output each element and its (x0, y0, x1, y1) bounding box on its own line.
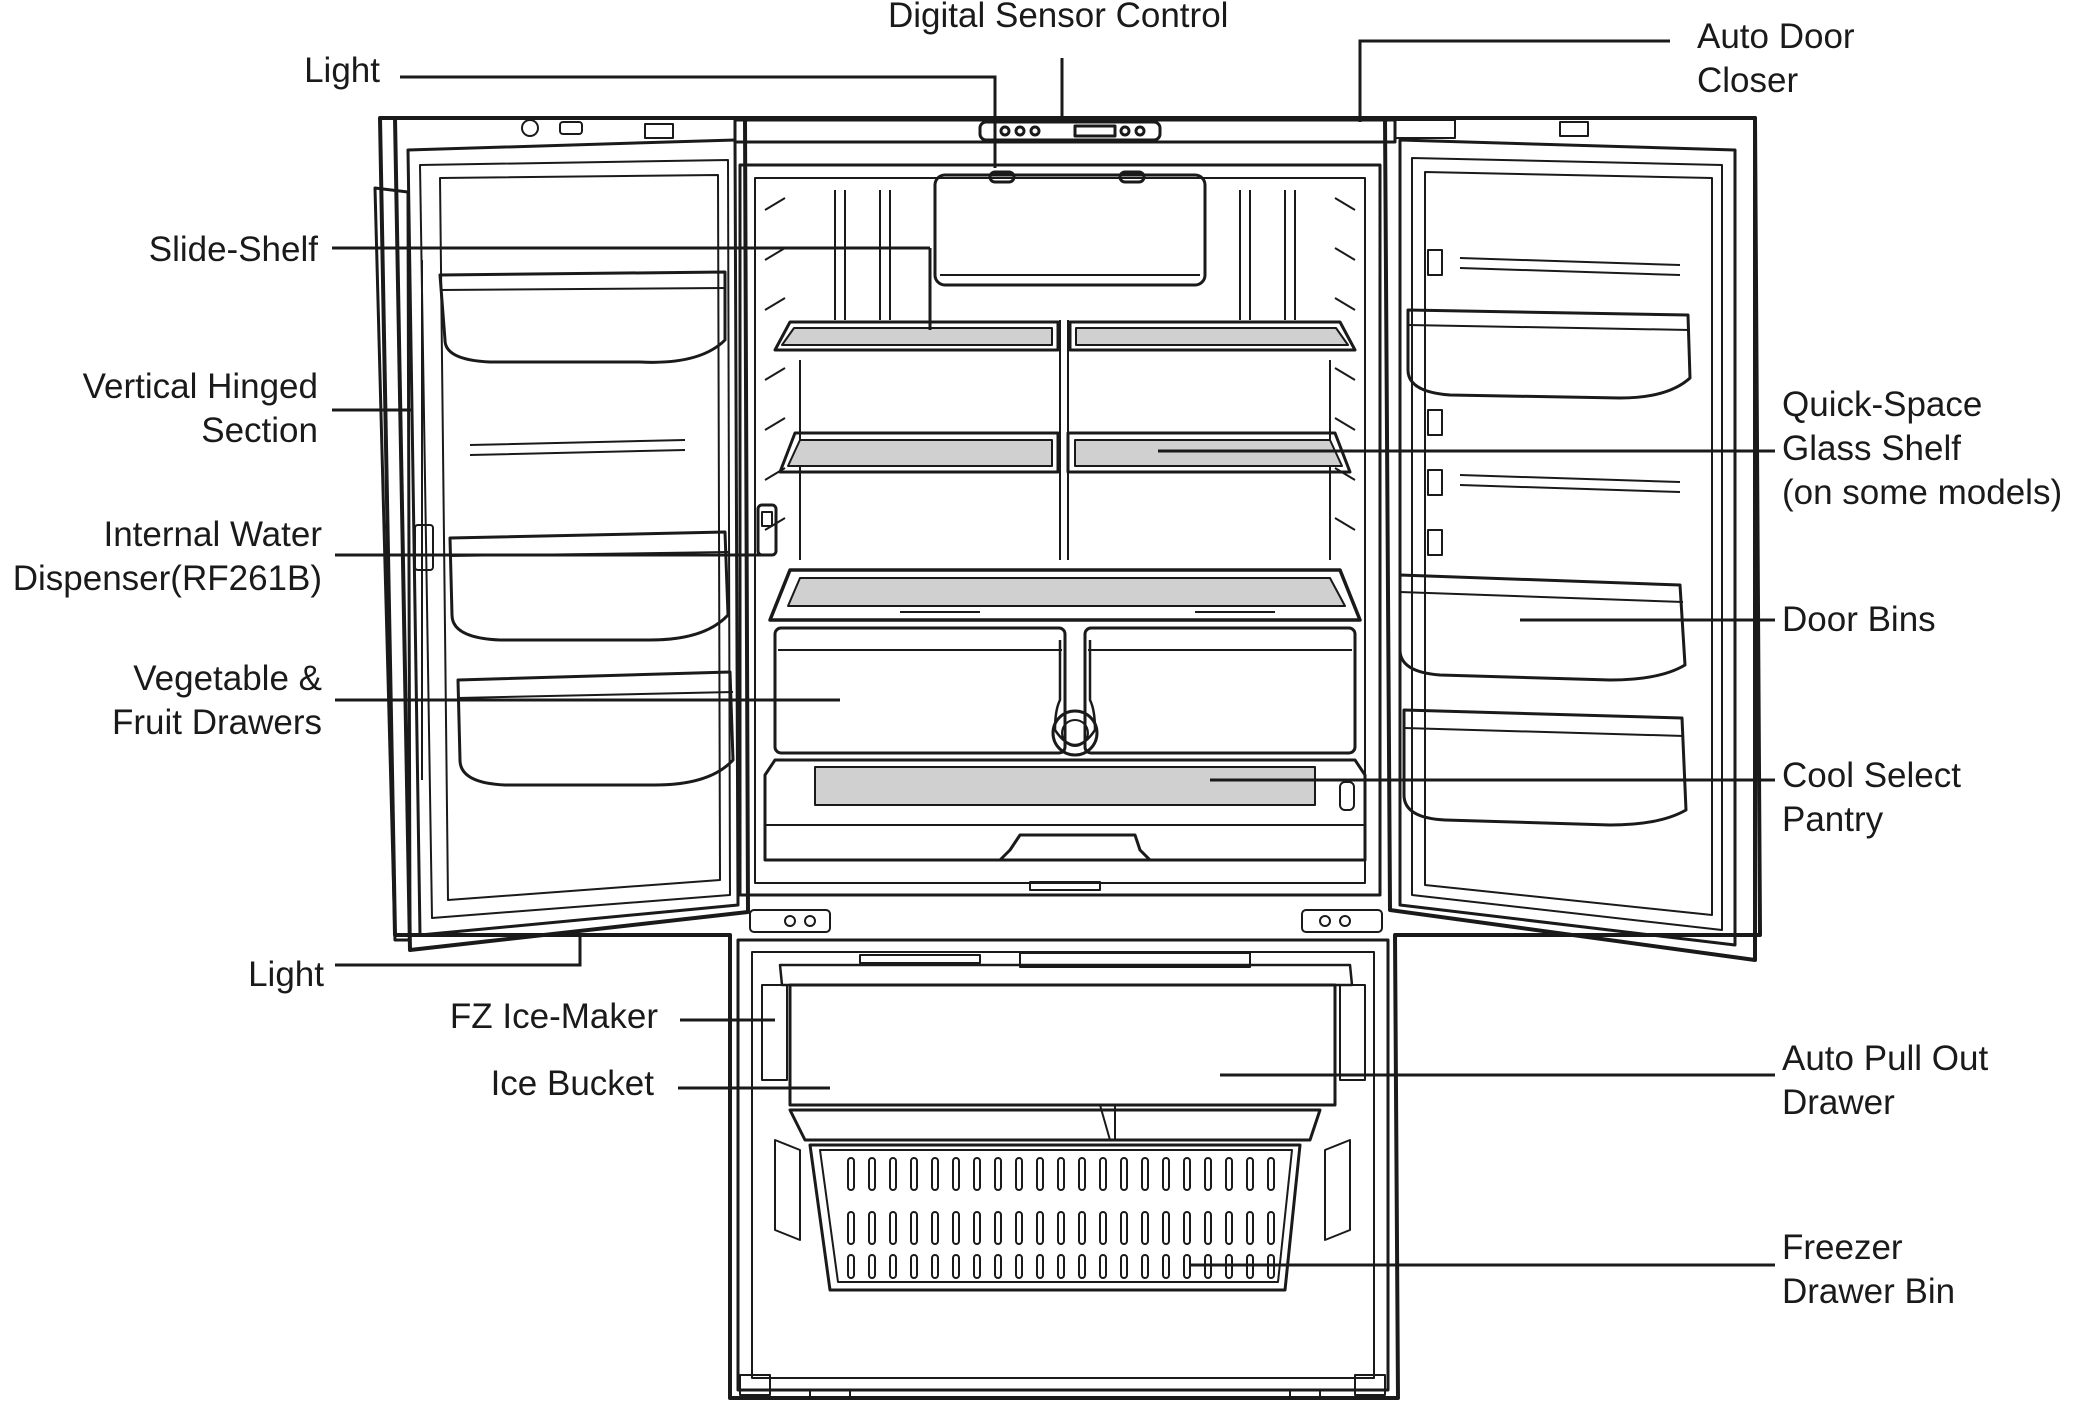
basket-slot (1162, 1157, 1170, 1191)
label-light-bottom: Light (248, 955, 324, 994)
crisper-drawers (773, 626, 1357, 755)
label-fz-ice-maker: FZ Ice-Maker (449, 997, 658, 1036)
label-cool-select-pantry: Cool Select Pantry (1782, 756, 1961, 839)
leader-light-top (400, 75, 997, 168)
freezer-feet (739, 1374, 1386, 1399)
basket-slot (1015, 1157, 1023, 1191)
label-vegetable-fruit-drawers: Vegetable & Fruit Drawers (111, 659, 322, 742)
label-vertical-hinged-section: Vertical Hinged Section (82, 367, 318, 450)
leader-lines (332, 39, 1775, 1267)
label-light-top: Light (304, 51, 380, 90)
basket-slot (1057, 1211, 1065, 1245)
basket-slot (1036, 1157, 1044, 1191)
basket-slot (1057, 1254, 1065, 1279)
basket-slot (1036, 1211, 1044, 1245)
basket-slot (994, 1157, 1002, 1191)
basket-slot (1225, 1157, 1233, 1191)
basket-slot (889, 1157, 897, 1191)
humidity-knob (1051, 640, 1099, 757)
basket-slot (1225, 1211, 1233, 1245)
basket-slot (1099, 1254, 1107, 1279)
basket-slot (1120, 1254, 1128, 1279)
light-housing (933, 170, 1207, 287)
basket-slot (1204, 1211, 1212, 1245)
basket-slot (847, 1211, 855, 1245)
basket-slot (1015, 1211, 1023, 1245)
basket-slot (910, 1211, 918, 1245)
basket-slot (1015, 1254, 1023, 1279)
drawer-cover-shelf (768, 568, 1362, 622)
basket-slot (847, 1254, 855, 1279)
label-slide-shelf: Slide-Shelf (148, 230, 318, 269)
basket-slot (910, 1254, 918, 1279)
basket-slot (910, 1157, 918, 1191)
freezer-section (736, 938, 1390, 1392)
basket-slot (952, 1157, 960, 1191)
basket-slot (973, 1157, 981, 1191)
basket-slot (994, 1211, 1002, 1245)
basket-slot (1141, 1157, 1149, 1191)
basket-slot (889, 1254, 897, 1279)
basket-slot (973, 1211, 981, 1245)
basket-slot (1204, 1157, 1212, 1191)
basket-slot (1120, 1157, 1128, 1191)
basket-slot (1078, 1157, 1086, 1191)
label-freezer-drawer-bin: Freezer Drawer Bin (1782, 1228, 1956, 1311)
basket-slot (973, 1254, 981, 1279)
basket-slot (952, 1211, 960, 1245)
basket-slot (994, 1254, 1002, 1279)
water-dispenser (756, 503, 778, 557)
leader-auto-door-closer (1358, 39, 1670, 122)
basket-slot (1183, 1254, 1191, 1279)
basket-slot (1099, 1157, 1107, 1191)
basket-slot (1162, 1254, 1170, 1279)
basket-slot (931, 1157, 939, 1191)
label-internal-water-dispenser: Internal Water Dispenser(RF261B) (12, 515, 322, 598)
slide-shelf (773, 320, 1357, 352)
basket-slot (1036, 1254, 1044, 1279)
basket-slot (1120, 1211, 1128, 1245)
basket-slot (952, 1254, 960, 1279)
basket-slot (931, 1254, 939, 1279)
basket-slot (1078, 1211, 1086, 1245)
left-door (373, 116, 831, 952)
label-auto-pull-out-drawer: Auto Pull Out Drawer (1782, 1039, 1989, 1122)
basket-slot (1078, 1254, 1086, 1279)
label-quick-space-glass-shelf: Quick-Space Glass Shelf (on some models) (1782, 385, 2063, 512)
leader-light-bottom (335, 935, 582, 967)
shelf-rails (764, 197, 1356, 531)
basket-slot (847, 1157, 855, 1191)
basket-slot (1183, 1211, 1191, 1245)
basket-slot (1162, 1211, 1170, 1245)
cool-select-pantry (763, 758, 1367, 891)
basket-slots (847, 1157, 1275, 1279)
basket-slot (1246, 1211, 1254, 1245)
basket-slot (1267, 1211, 1275, 1245)
right-door (1301, 116, 1757, 962)
basket-slot (1183, 1157, 1191, 1191)
label-ice-bucket: Ice Bucket (490, 1064, 654, 1103)
quick-space-shelf (778, 431, 1352, 474)
label-door-bins: Door Bins (1782, 600, 1936, 639)
basket-slot (868, 1254, 876, 1279)
rear-ribs (799, 190, 1331, 560)
basket-slot (889, 1211, 897, 1245)
basket-slot (868, 1157, 876, 1191)
basket-slot (931, 1211, 939, 1245)
basket-slot (1246, 1157, 1254, 1191)
control-panel (978, 120, 1162, 142)
basket-slot (1141, 1254, 1149, 1279)
basket-slot (868, 1211, 876, 1245)
label-auto-door-closer: Auto Door Closer (1697, 17, 1855, 100)
basket-slot (1267, 1157, 1275, 1191)
basket-slot (1057, 1157, 1065, 1191)
label-digital-sensor-control: Digital Sensor Control (888, 0, 1229, 35)
basket-slot (1141, 1211, 1149, 1245)
basket-slot (1099, 1211, 1107, 1245)
refrigerator-cabinet (378, 116, 1762, 1400)
